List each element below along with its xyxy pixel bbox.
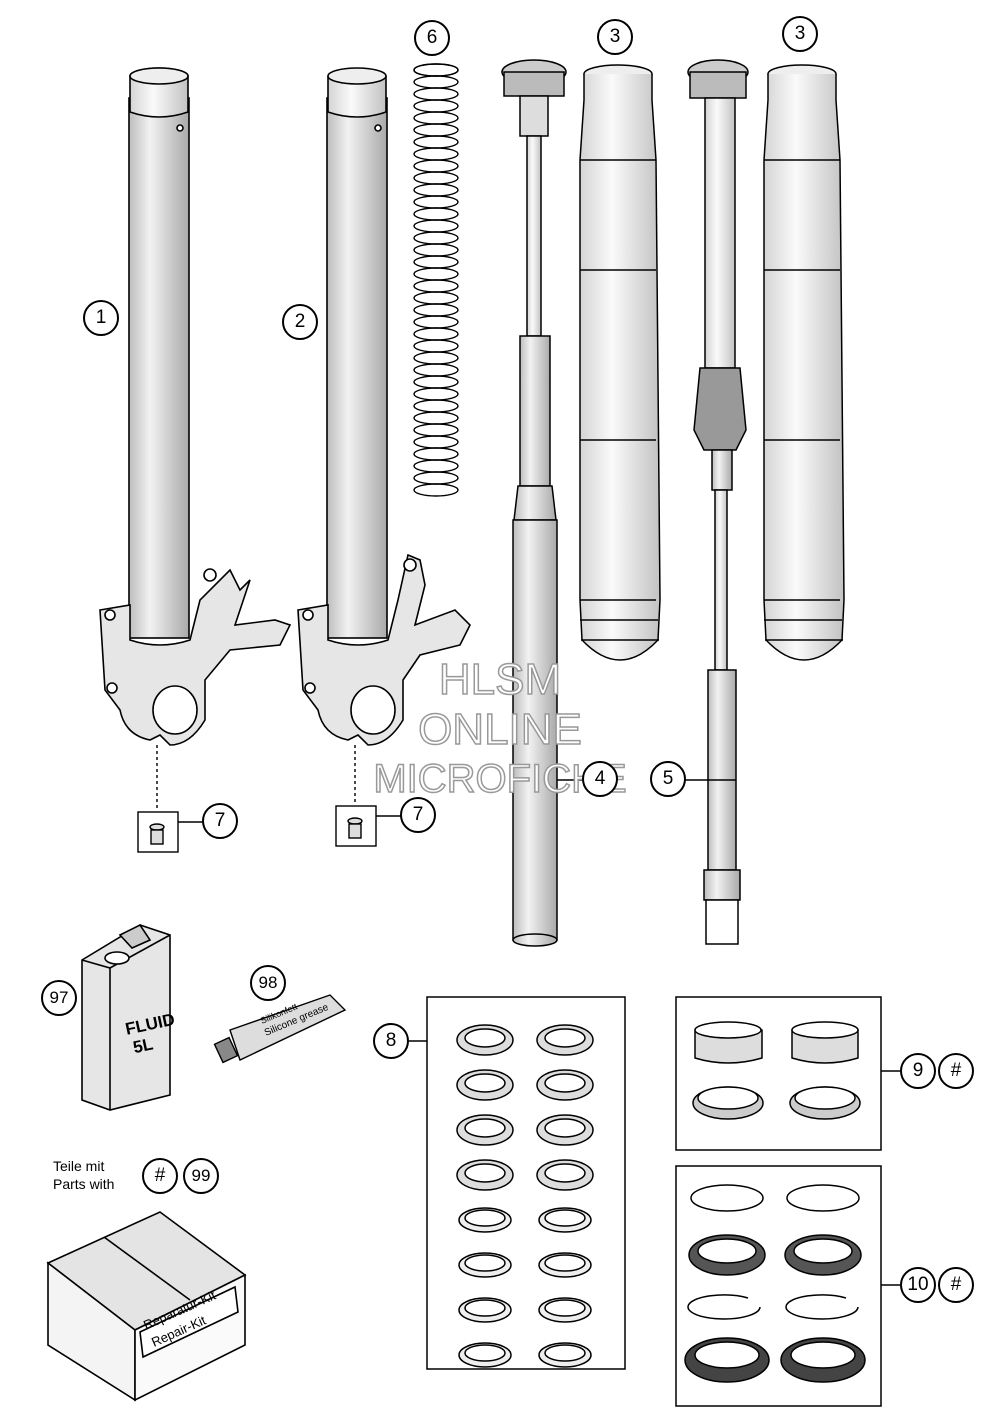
seal-ring-inner	[544, 1209, 586, 1227]
callout-2[interactable]: 2	[282, 304, 318, 340]
spring-coil	[413, 387, 459, 401]
seal-ring-inner	[464, 1073, 506, 1093]
spring-coil	[413, 123, 459, 137]
spring-coil	[413, 147, 459, 161]
callout-97[interactable]: 97	[41, 980, 77, 1016]
spring-coil	[413, 351, 459, 365]
seal-ring-inner	[544, 1073, 586, 1093]
callout-8[interactable]: 8	[373, 1023, 409, 1059]
spring-coil	[413, 327, 459, 341]
axle-bolt-group	[137, 745, 401, 853]
can-label-line2: 5L	[131, 1034, 154, 1057]
outer-tube-3b	[763, 64, 845, 661]
spring-coil	[413, 267, 459, 281]
spring-coil	[413, 279, 459, 293]
repair-kit-box	[46, 1211, 247, 1402]
grease-tube	[213, 994, 347, 1064]
seal-kit-box-10	[675, 1165, 900, 1407]
seal-ring-inner	[544, 1118, 586, 1138]
spring-coil	[413, 207, 459, 221]
callout-hash[interactable]: #	[142, 1158, 178, 1194]
callout-1[interactable]: 1	[83, 300, 119, 336]
fork-spring	[413, 63, 459, 497]
seal-ring-inner	[544, 1299, 586, 1317]
cartridge-5	[668, 59, 749, 945]
callout-99[interactable]: 99	[183, 1158, 219, 1194]
spring-coil	[413, 63, 459, 77]
spring-coil	[413, 255, 459, 269]
callout-10[interactable]: 10	[900, 1267, 936, 1303]
spring-coil	[413, 411, 459, 425]
callout-5[interactable]: 5	[650, 761, 686, 797]
spring-coil	[413, 459, 459, 473]
spring-coil	[413, 183, 459, 197]
spring-coil	[413, 195, 459, 209]
fork-leg-2	[297, 67, 471, 746]
spring-coil	[413, 171, 459, 185]
bushing-kit-box-9	[675, 996, 900, 1151]
callout-7a[interactable]: 7	[202, 803, 238, 839]
spring-coil	[413, 447, 459, 461]
seal-ring-inner	[464, 1163, 506, 1183]
seal-ring-inner	[464, 1028, 506, 1048]
fork-leg-1	[99, 67, 292, 746]
spring-coil	[413, 291, 459, 305]
spring-coil	[413, 243, 459, 257]
callout-98[interactable]: 98	[250, 965, 286, 1001]
spring-coil	[413, 159, 459, 173]
spring-coil	[413, 75, 459, 89]
seal-ring-inner	[544, 1254, 586, 1272]
callout-7b[interactable]: 7	[400, 797, 436, 833]
spring-coil	[413, 135, 459, 149]
seal-ring-inner	[464, 1118, 506, 1138]
callout-3b[interactable]: 3	[782, 16, 818, 52]
spring-coil	[413, 339, 459, 353]
spring-coil	[413, 399, 459, 413]
spring-coil	[413, 435, 459, 449]
seal-ring-inner	[544, 1344, 586, 1362]
spring-coil	[413, 231, 459, 245]
callout-6[interactable]: 6	[414, 20, 450, 56]
spring-coil	[413, 375, 459, 389]
spring-coil	[413, 99, 459, 113]
spring-coil	[413, 363, 459, 377]
callout-9-hash[interactable]: #	[938, 1053, 974, 1089]
spring-coil	[413, 87, 459, 101]
callout-9[interactable]: 9	[900, 1053, 936, 1089]
seal-ring-inner	[464, 1209, 506, 1227]
parts-with-en: Parts with	[53, 1176, 115, 1192]
cartridge-4	[501, 59, 586, 947]
outer-tube-3a	[579, 64, 661, 661]
parts-with-note: Teile mit Parts with	[53, 1157, 114, 1193]
spring-coil	[413, 315, 459, 329]
seal-ring-inner	[464, 1344, 506, 1362]
seal-ring-inner	[544, 1028, 586, 1048]
callout-4[interactable]: 4	[582, 761, 618, 797]
fluid-can	[81, 923, 171, 1111]
callout-10-hash[interactable]: #	[938, 1267, 974, 1303]
spring-coil	[413, 111, 459, 125]
callout-3a[interactable]: 3	[597, 19, 633, 55]
seal-ring-inner	[464, 1299, 506, 1317]
seal-ring-inner	[464, 1254, 506, 1272]
seal-kit-box-8	[409, 996, 626, 1370]
spring-coil	[413, 483, 459, 497]
spring-coil	[413, 219, 459, 233]
spring-coil	[413, 303, 459, 317]
parts-with-de: Teile mit	[53, 1158, 105, 1174]
spring-coil	[413, 423, 459, 437]
seal-ring-inner	[544, 1163, 586, 1183]
spring-coil	[413, 471, 459, 485]
